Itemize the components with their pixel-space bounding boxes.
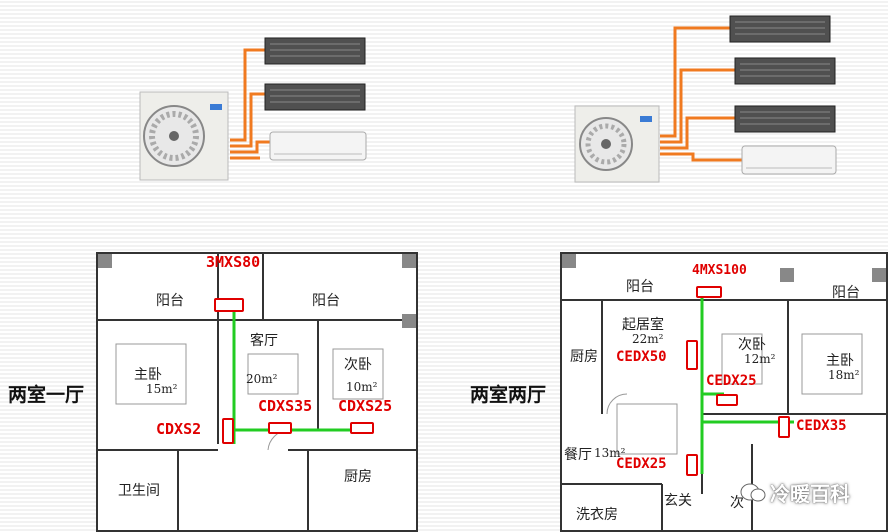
system-illustration-left [139, 37, 367, 181]
plan-walls-left [98, 254, 416, 530]
indoor-unit-marker-master-left [222, 418, 234, 444]
indoor-model-master-left: CDXS2 [156, 420, 202, 438]
system-illustration-right [574, 15, 837, 183]
outdoor-unit-marker-left [214, 298, 244, 312]
duct-lines-left [232, 306, 358, 444]
floor-plan-left: 阳台 阳台 客厅 主卧 15m² 20m² 次卧 10m² 卫生间 厨房 [96, 252, 418, 532]
indoor-unit-marker-master-right [778, 416, 790, 438]
chat-bubble-icon [740, 483, 766, 501]
ducted-unit-right-2 [734, 57, 836, 85]
outdoor-unit-right [574, 105, 660, 183]
room-label-partial-right: 次 [730, 495, 744, 511]
wall-unit-right [741, 145, 837, 175]
room-area-living-right: 22m² [632, 332, 664, 346]
ducted-unit-left-1 [264, 37, 366, 65]
indoor-model-living-right: CEDX50 [616, 349, 667, 365]
indoor-unit-marker-dining-right [686, 454, 698, 476]
room-label-master-right: 主卧 [826, 353, 854, 369]
room-area-dining-right: 13m² [594, 446, 626, 460]
room-area-master: 15m² [146, 382, 178, 396]
room-label-balcony-top: 阳台 [626, 279, 654, 295]
layout-label-left: 两室一厅 [8, 384, 85, 406]
room-label-master: 主卧 [134, 367, 162, 383]
refrigerant-pipes-right [660, 26, 742, 162]
outdoor-model-left: 3MXS80 [206, 253, 261, 271]
outdoor-model-right: 4MXS100 [692, 263, 747, 278]
indoor-model-dining-right: CEDX25 [616, 456, 667, 472]
room-label-living: 客厅 [250, 333, 278, 349]
wall-unit-left [269, 131, 367, 161]
room-area-master-right: 18m² [828, 368, 860, 382]
ducted-unit-right-3 [734, 105, 836, 133]
room-label-laundry-right: 洗衣房 [576, 507, 618, 523]
room-label-bath: 卫生间 [118, 483, 160, 499]
room-label-dining-right: 餐厅 [564, 447, 592, 463]
room-label-living-right: 起居室 [622, 317, 664, 333]
indoor-unit-marker-living-right [686, 340, 698, 370]
room-area-second: 10m² [346, 380, 378, 394]
indoor-model-living-left: CDXS35 [258, 397, 313, 415]
refrigerant-pipes-left [230, 48, 270, 160]
room-label-kitchen: 厨房 [344, 469, 372, 485]
ducted-unit-left-2 [264, 83, 366, 111]
indoor-unit-marker-second-left [350, 422, 374, 434]
room-label-kitchen-right: 厨房 [570, 349, 598, 365]
room-label-second-right: 次卧 [738, 337, 766, 353]
room-area-living: 20m² [246, 372, 278, 386]
outdoor-unit-left [139, 91, 229, 181]
room-area-second-right: 12m² [744, 352, 776, 366]
indoor-model-master-right: CEDX35 [796, 418, 847, 434]
layout-label-right: 两室两厅 [470, 384, 547, 406]
outdoor-unit-marker-right [696, 286, 722, 298]
indoor-unit-marker-second-right [716, 394, 738, 406]
indoor-model-second-right: CEDX25 [706, 373, 757, 389]
floor-plan-right: 阳台 阳台 起居室 22m² 厨房 次卧 12m² 主卧 18m² 餐厅 13m… [560, 252, 888, 532]
plan-walls-right [562, 254, 886, 530]
indoor-unit-marker-living-left [268, 422, 292, 434]
room-label-balcony-right: 阳台 [832, 285, 860, 301]
watermark-text: 冷暖百科 [770, 482, 850, 506]
ducted-unit-right-1 [729, 15, 831, 43]
room-label-balcony-1: 阳台 [156, 293, 184, 309]
room-label-balcony-2: 阳台 [312, 293, 340, 309]
room-label-entry-right: 玄关 [664, 493, 692, 509]
watermark: 冷暖百科 [740, 478, 850, 507]
indoor-model-second-left: CDXS25 [338, 397, 393, 415]
room-label-second: 次卧 [344, 357, 372, 373]
